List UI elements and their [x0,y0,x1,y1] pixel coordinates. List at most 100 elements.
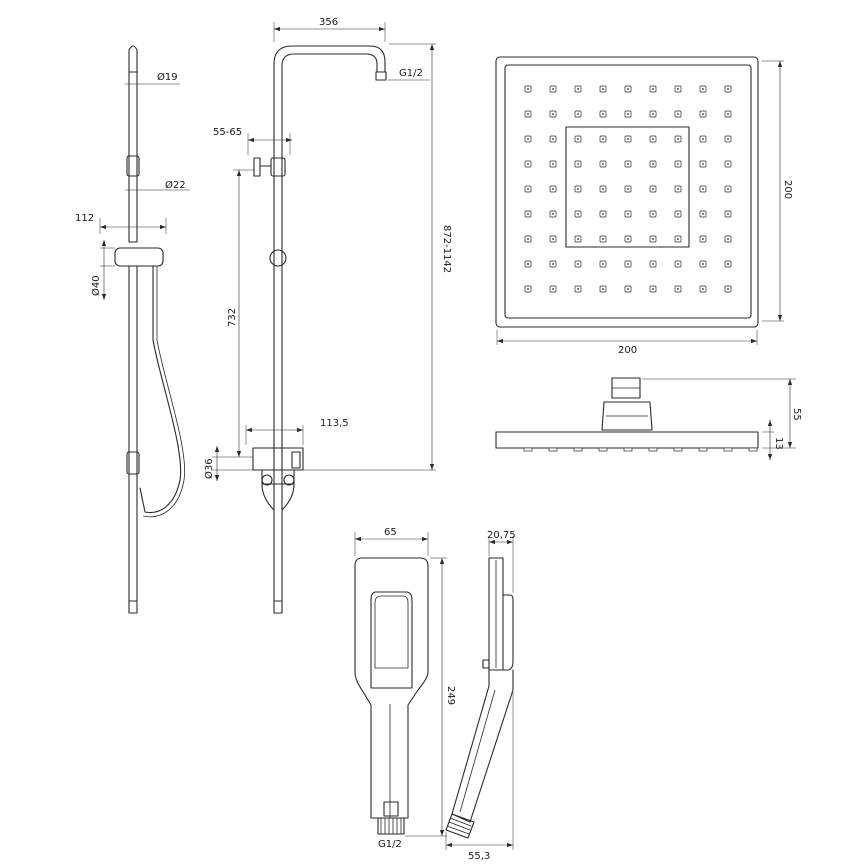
inlet-right [283,474,295,486]
side-nozzle [548,447,558,452]
dim-slide-bar-diameter: Ø19 [157,71,178,83]
hand-shower-face-inner [370,591,413,689]
hand-shower-front-view: 65 249 G1/2 [354,527,456,850]
dim-mixer-depth: 113,5 [320,418,349,429]
slide-bar-tube-lower [128,265,138,602]
nozzle-dot [552,288,554,290]
nozzle-dot [727,163,729,165]
nozzle-dot [627,238,629,240]
slide-bar-view: Ø19 Ø22 112 Ø40 [75,45,190,614]
hand-shower-inlet [383,801,399,817]
nozzle-dot [577,113,579,115]
nozzle-dot [702,188,704,190]
nozzle-dot [552,188,554,190]
dim-handshower-depth: 20,75 [487,530,516,541]
nozzle-grid [524,85,732,293]
nozzle-dot [677,163,679,165]
diverter-body [252,447,304,471]
nozzle-dot [527,113,529,115]
head-shower-side-view: 55 13 [495,377,802,460]
nozzle-dot [677,238,679,240]
dim-head-height: 200 [782,180,793,199]
nozzle-dot [602,213,604,215]
head-plate [495,431,759,449]
slider-ring [126,155,140,177]
arm-outlet [375,71,387,81]
hand-shower-thread [377,817,405,835]
nozzle-dot [627,188,629,190]
nozzle-dot [702,213,704,215]
nozzle-dot [677,288,679,290]
nozzle-dot [527,163,529,165]
nozzle-dot [552,213,554,215]
nozzle-dot [527,263,529,265]
column-arm [273,45,386,602]
nozzle-dot [577,288,579,290]
nozzle-dot [652,288,654,290]
nozzle-dot [552,113,554,115]
nozzle-dot [577,238,579,240]
hand-shower-holder [114,247,164,267]
nozzle-dot [727,138,729,140]
nozzle-dot [627,288,629,290]
nozzle-dot [627,213,629,215]
nozzle-dot [727,288,729,290]
nozzle-dot [627,263,629,265]
nozzle-dot [527,188,529,190]
nozzle-dot [602,113,604,115]
nozzle-dot [702,113,704,115]
shower-column-view: 356 872-1142 G1/2 55-65 732 113,5 Ø36 [203,17,452,614]
hand-shower-head-profile [488,557,504,671]
nozzle-dot [727,238,729,240]
slide-bar-bottom-cap [128,600,138,614]
dim-holder-diameter: Ø40 [90,275,102,296]
nozzle-dot [552,138,554,140]
thermostat-body [261,469,295,485]
nozzle-dot [602,88,604,90]
head-connector-ball [601,401,653,431]
nozzle-dot [527,88,529,90]
nozzle-dot [577,263,579,265]
wall-bracket-upper [253,157,261,177]
side-nozzle [598,447,608,452]
nozzle-dot [552,263,554,265]
nozzle-dot [702,288,704,290]
hand-shower-face-outer [354,557,429,819]
nozzle-dot [677,263,679,265]
nozzle-dot [577,88,579,90]
nozzle-dot [727,113,729,115]
dim-arm-reach: 356 [319,17,338,28]
column-slider-knob [269,249,287,267]
nozzle-dot [677,213,679,215]
nozzle-dot [652,88,654,90]
slide-bar-tube-upper [128,71,138,243]
nozzle-dot [527,238,529,240]
side-nozzle [623,447,633,452]
nozzle-dot [577,163,579,165]
nozzle-dot [577,138,579,140]
nozzle-dot [652,238,654,240]
nozzle-dot [677,138,679,140]
nozzle-dot [652,263,654,265]
nozzle-dot [627,113,629,115]
nozzle-dot [702,163,704,165]
nozzle-dot [602,188,604,190]
dim-handshower-thread: G1/2 [378,839,402,850]
nozzle-dot [552,163,554,165]
dim-head-thickness: 13 [773,437,784,450]
nozzle-dot [702,88,704,90]
nozzle-dot [727,188,729,190]
column-bottom-cap [273,600,283,614]
nozzle-dot [602,263,604,265]
column-arm-inner [281,53,378,602]
dim-holder-projection: 112 [75,213,94,224]
side-nozzle [748,447,758,452]
head-outer-frame [495,56,759,328]
dim-handshower-projection: 55,3 [468,851,490,862]
nozzle-dot [727,263,729,265]
nozzle-dot [702,138,704,140]
nozzle-dot [627,88,629,90]
nozzle-dot [652,188,654,190]
dim-head-profile-height: 55 [791,408,802,421]
